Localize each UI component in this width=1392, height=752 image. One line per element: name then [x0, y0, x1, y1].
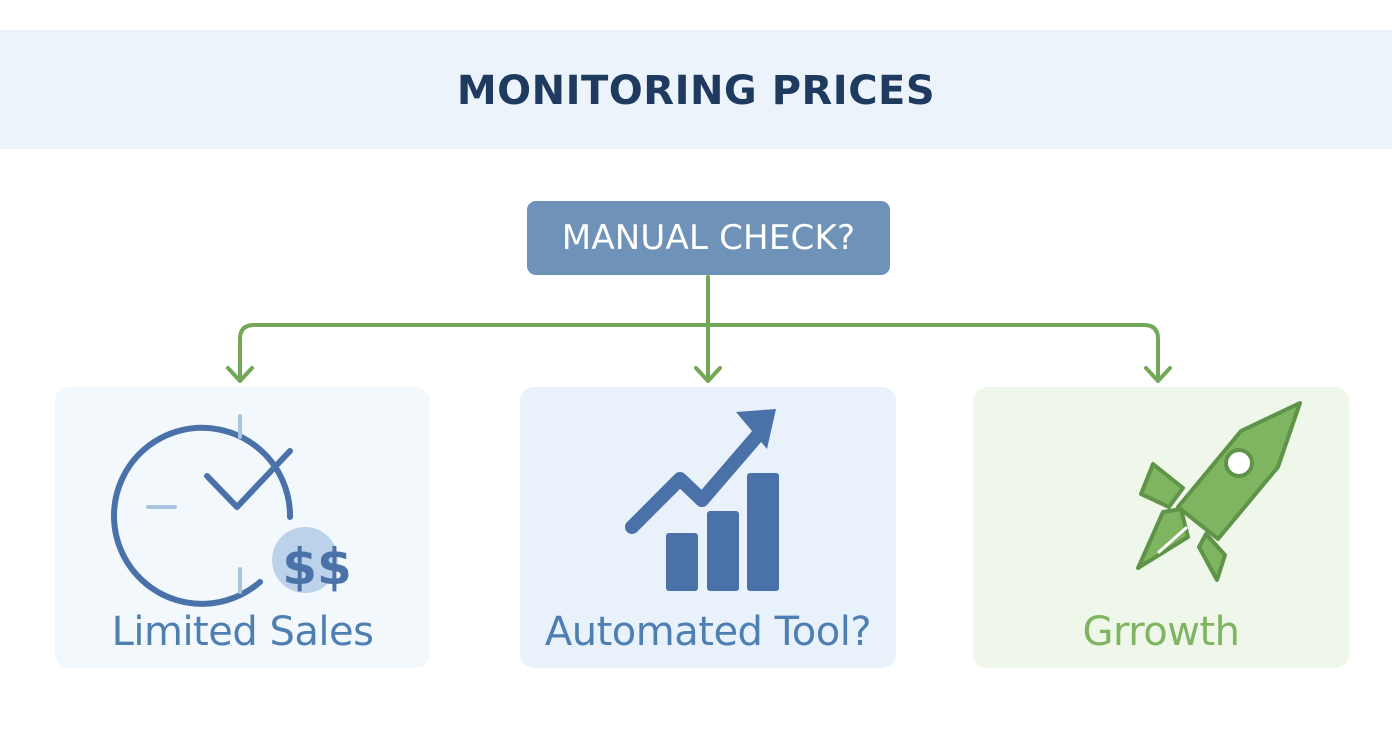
rocket-icon	[1136, 401, 1302, 582]
dollar-sign-text: $$	[282, 538, 352, 596]
clock-dollar-icon: $$	[111, 414, 352, 607]
decision-label: MANUAL CHECK?	[561, 218, 856, 258]
arrowhead-left	[226, 366, 254, 383]
diagram-title: MONITORING PRICES	[456, 67, 936, 114]
title-banner: MONITORING PRICES	[0, 30, 1392, 149]
decision-node: MANUAL CHECK?	[527, 201, 890, 275]
outcome-card-automated-tool: Automated Tool?	[520, 387, 896, 668]
arrowhead-right	[1144, 366, 1172, 383]
outcome-label-automated-tool: Automated Tool?	[544, 609, 872, 655]
outcome-label-growth: Grrowth	[1082, 609, 1240, 655]
outcome-label-limited-sales: Limited Sales	[111, 609, 374, 655]
outcome-card-limited-sales: $$ Limited Sales	[55, 387, 430, 668]
connector-branch-right	[706, 323, 1160, 382]
arrowhead-center	[694, 366, 722, 383]
outcome-card-growth: Grrowth	[973, 387, 1349, 668]
connector-branch-left	[238, 323, 710, 382]
growth-chart-icon	[625, 409, 779, 591]
